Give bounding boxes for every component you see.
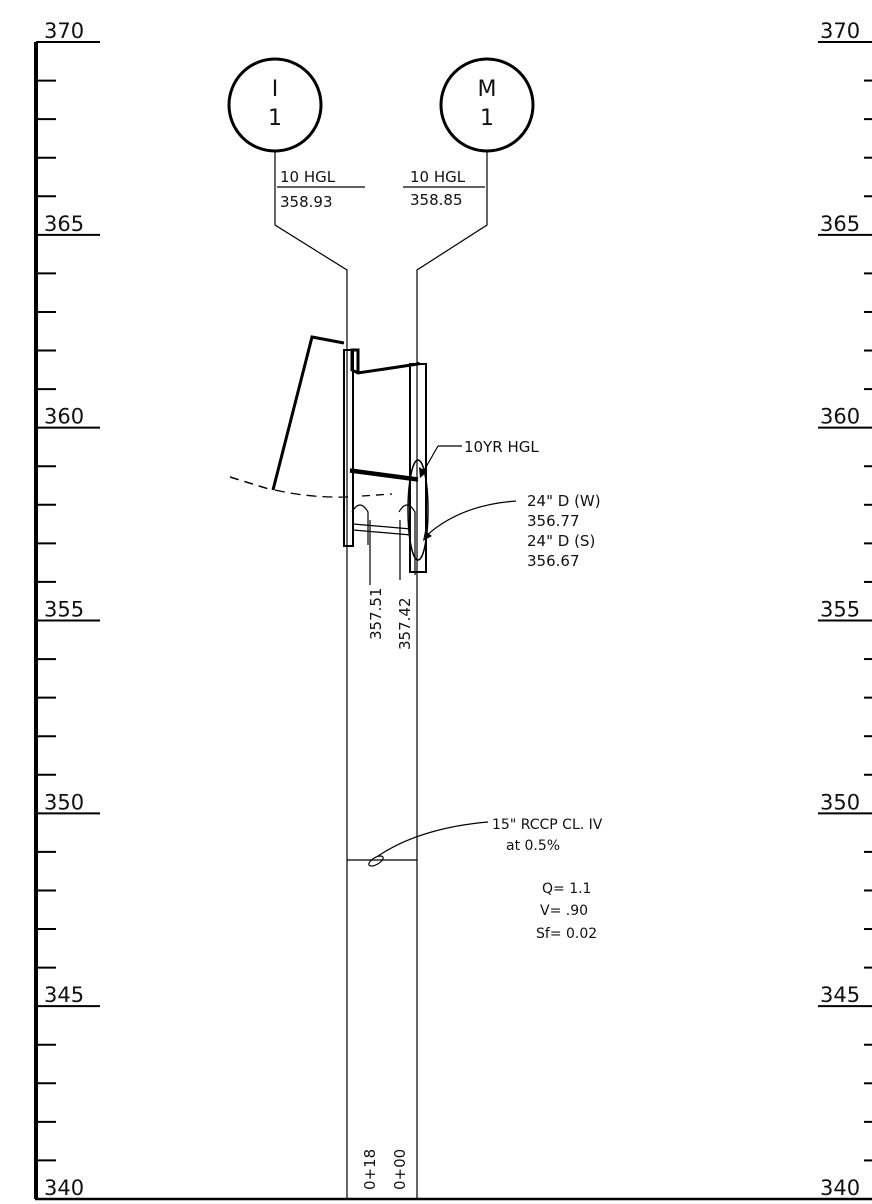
scale-left-label: 370 <box>44 19 84 43</box>
pipe-crown <box>352 523 412 530</box>
scale-left-label: 340 <box>44 1176 84 1200</box>
station-left: 0+18 <box>361 1149 379 1190</box>
hgl-10yr-label: 10YR HGL <box>464 438 539 456</box>
inlet-leader-line <box>274 151 348 1199</box>
manhole-leader-line <box>416 151 488 1199</box>
manhole-hgl-label: 10 HGL <box>410 168 466 186</box>
manhole-pipe-opening <box>398 504 416 575</box>
existing-ground-dash-right <box>361 493 393 497</box>
scale-right-label: 370 <box>820 19 860 43</box>
manhole-letter: M <box>478 77 497 102</box>
structure-inlet-i1: I 1 <box>227 57 323 153</box>
pipe-s-value: 356.67 <box>527 552 580 570</box>
elevation-scale-left: 370 365 360 355 350 345 340 <box>34 19 100 1200</box>
scale-right-label: 345 <box>820 983 860 1007</box>
flow-sf: Sf= 0.02 <box>536 926 597 942</box>
inlet-pipe-opening <box>351 504 369 545</box>
scale-right-label: 350 <box>820 790 860 814</box>
flow-q: Q= 1.1 <box>542 881 591 897</box>
pipe-arrowhead <box>423 531 432 541</box>
scale-left-label: 350 <box>44 790 84 814</box>
manhole-hgl-callout: 10 HGL 358.85 <box>403 168 485 209</box>
flow-data: Q= 1.1 V= .90 Sf= 0.02 <box>536 881 597 942</box>
inlet-structure-wall <box>343 349 354 547</box>
pipe-spec: 15" RCCP CL. IV <box>492 817 603 833</box>
24in-pipe-ellipse <box>407 459 429 561</box>
pipe-24in-callout: 24" D (W) 356.77 24" D (S) 356.67 <box>423 492 601 570</box>
existing-ground-dash-mid <box>274 489 349 498</box>
station-right: 0+00 <box>391 1149 409 1190</box>
ground-line-middle <box>350 348 420 375</box>
pipe-w-value: 356.77 <box>527 512 580 530</box>
hgl-line <box>349 468 419 481</box>
manhole-number: 1 <box>480 106 494 131</box>
scale-right-label: 360 <box>820 405 860 429</box>
inlet-letter: I <box>272 77 279 102</box>
manhole-circle <box>439 57 535 153</box>
inlet-circle <box>227 57 323 153</box>
existing-ground-dash-left <box>229 476 273 491</box>
elevation-scale-right: 370 365 360 355 350 345 340 <box>818 19 872 1200</box>
hgl-arrowhead <box>419 467 427 478</box>
inlet-hgl-callout: 10 HGL 358.93 <box>277 168 365 211</box>
pipe-w-label: 24" D (W) <box>527 492 601 510</box>
ground-line-left <box>271 335 345 491</box>
structure-manhole-m1: M 1 <box>439 57 535 153</box>
invert-elevation-right: 357.42 <box>396 598 414 651</box>
manhole-hgl-value: 358.85 <box>410 191 463 209</box>
inlet-number: 1 <box>268 106 282 131</box>
scale-right-label: 340 <box>820 1176 860 1200</box>
pipe-s-label: 24" D (S) <box>527 532 595 550</box>
scale-right-label: 365 <box>820 212 860 236</box>
inlet-hgl-label: 10 HGL <box>280 168 336 186</box>
scale-left-label: 365 <box>44 212 84 236</box>
rccp-callout: 15" RCCP CL. IV at 0.5% <box>368 817 603 867</box>
flow-v: V= .90 <box>540 903 588 919</box>
scale-left-label: 345 <box>44 983 84 1007</box>
scale-left-label: 355 <box>44 598 84 622</box>
scale-left-label: 360 <box>44 405 84 429</box>
pipe-invert <box>352 529 412 536</box>
invert-elevation-left: 357.51 <box>367 588 385 641</box>
hgl-10yr-callout: 10YR HGL <box>419 438 539 478</box>
inlet-hgl-value: 358.93 <box>280 193 333 211</box>
scale-right-label: 355 <box>820 598 860 622</box>
pipe-slope: at 0.5% <box>506 838 560 854</box>
